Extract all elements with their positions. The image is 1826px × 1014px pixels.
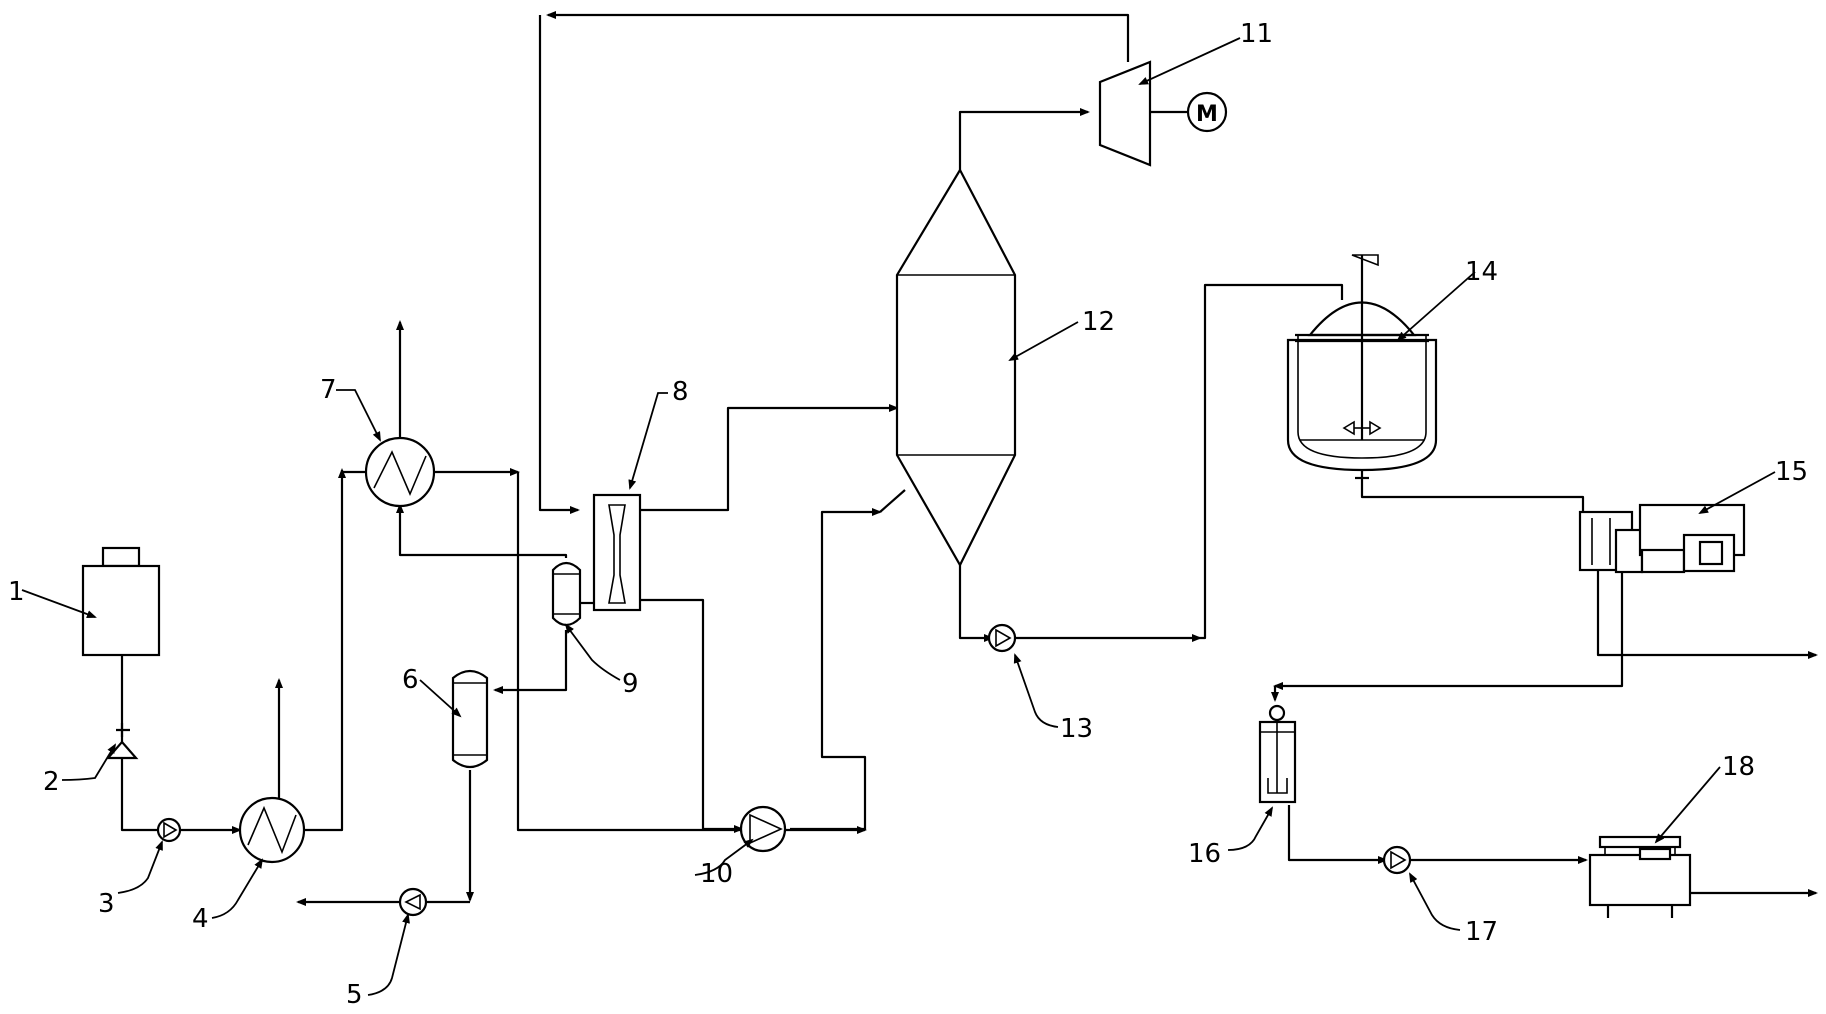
motor-label: M [1196,102,1218,127]
small-vessel [551,561,582,627]
label-2: 2 [43,767,60,797]
stirred-tank [1286,254,1438,480]
valve [105,723,139,760]
centrifuge [1578,503,1746,574]
compressor [1098,60,1152,167]
label-3: 3 [98,889,115,919]
pipelines [120,11,1818,906]
heat-exchanger [364,436,436,508]
label-8: 8 [672,377,689,407]
equipment-labels: 1 2 3 4 5 6 7 8 9 10 11 12 13 14 15 16 1… [8,19,1808,1010]
pump [739,805,787,853]
label-7: 7 [320,375,337,405]
pump [1382,845,1412,875]
label-15: 15 [1775,457,1808,487]
label-5: 5 [346,980,363,1010]
label-1: 1 [8,577,25,607]
label-16: 16 [1188,839,1221,869]
pump [398,887,428,917]
column [895,167,1017,568]
motor: M [1186,91,1228,133]
label-12: 12 [1082,307,1115,337]
leader-lines [21,37,1776,996]
label-17: 17 [1465,917,1498,947]
filter-vessel [1258,704,1297,804]
dryer [1588,835,1692,918]
label-14: 14 [1465,257,1498,287]
label-18: 18 [1722,752,1755,782]
label-11: 11 [1240,19,1273,49]
storage-tank [81,546,161,657]
label-6: 6 [402,665,419,695]
pump [987,623,1017,653]
separator-vessel [451,669,489,769]
label-4: 4 [192,904,209,934]
heat-exchanger [238,796,306,864]
label-13: 13 [1060,714,1093,744]
label-9: 9 [622,669,639,699]
pump [156,817,182,843]
reactor [592,493,642,612]
label-10: 10 [700,859,733,889]
